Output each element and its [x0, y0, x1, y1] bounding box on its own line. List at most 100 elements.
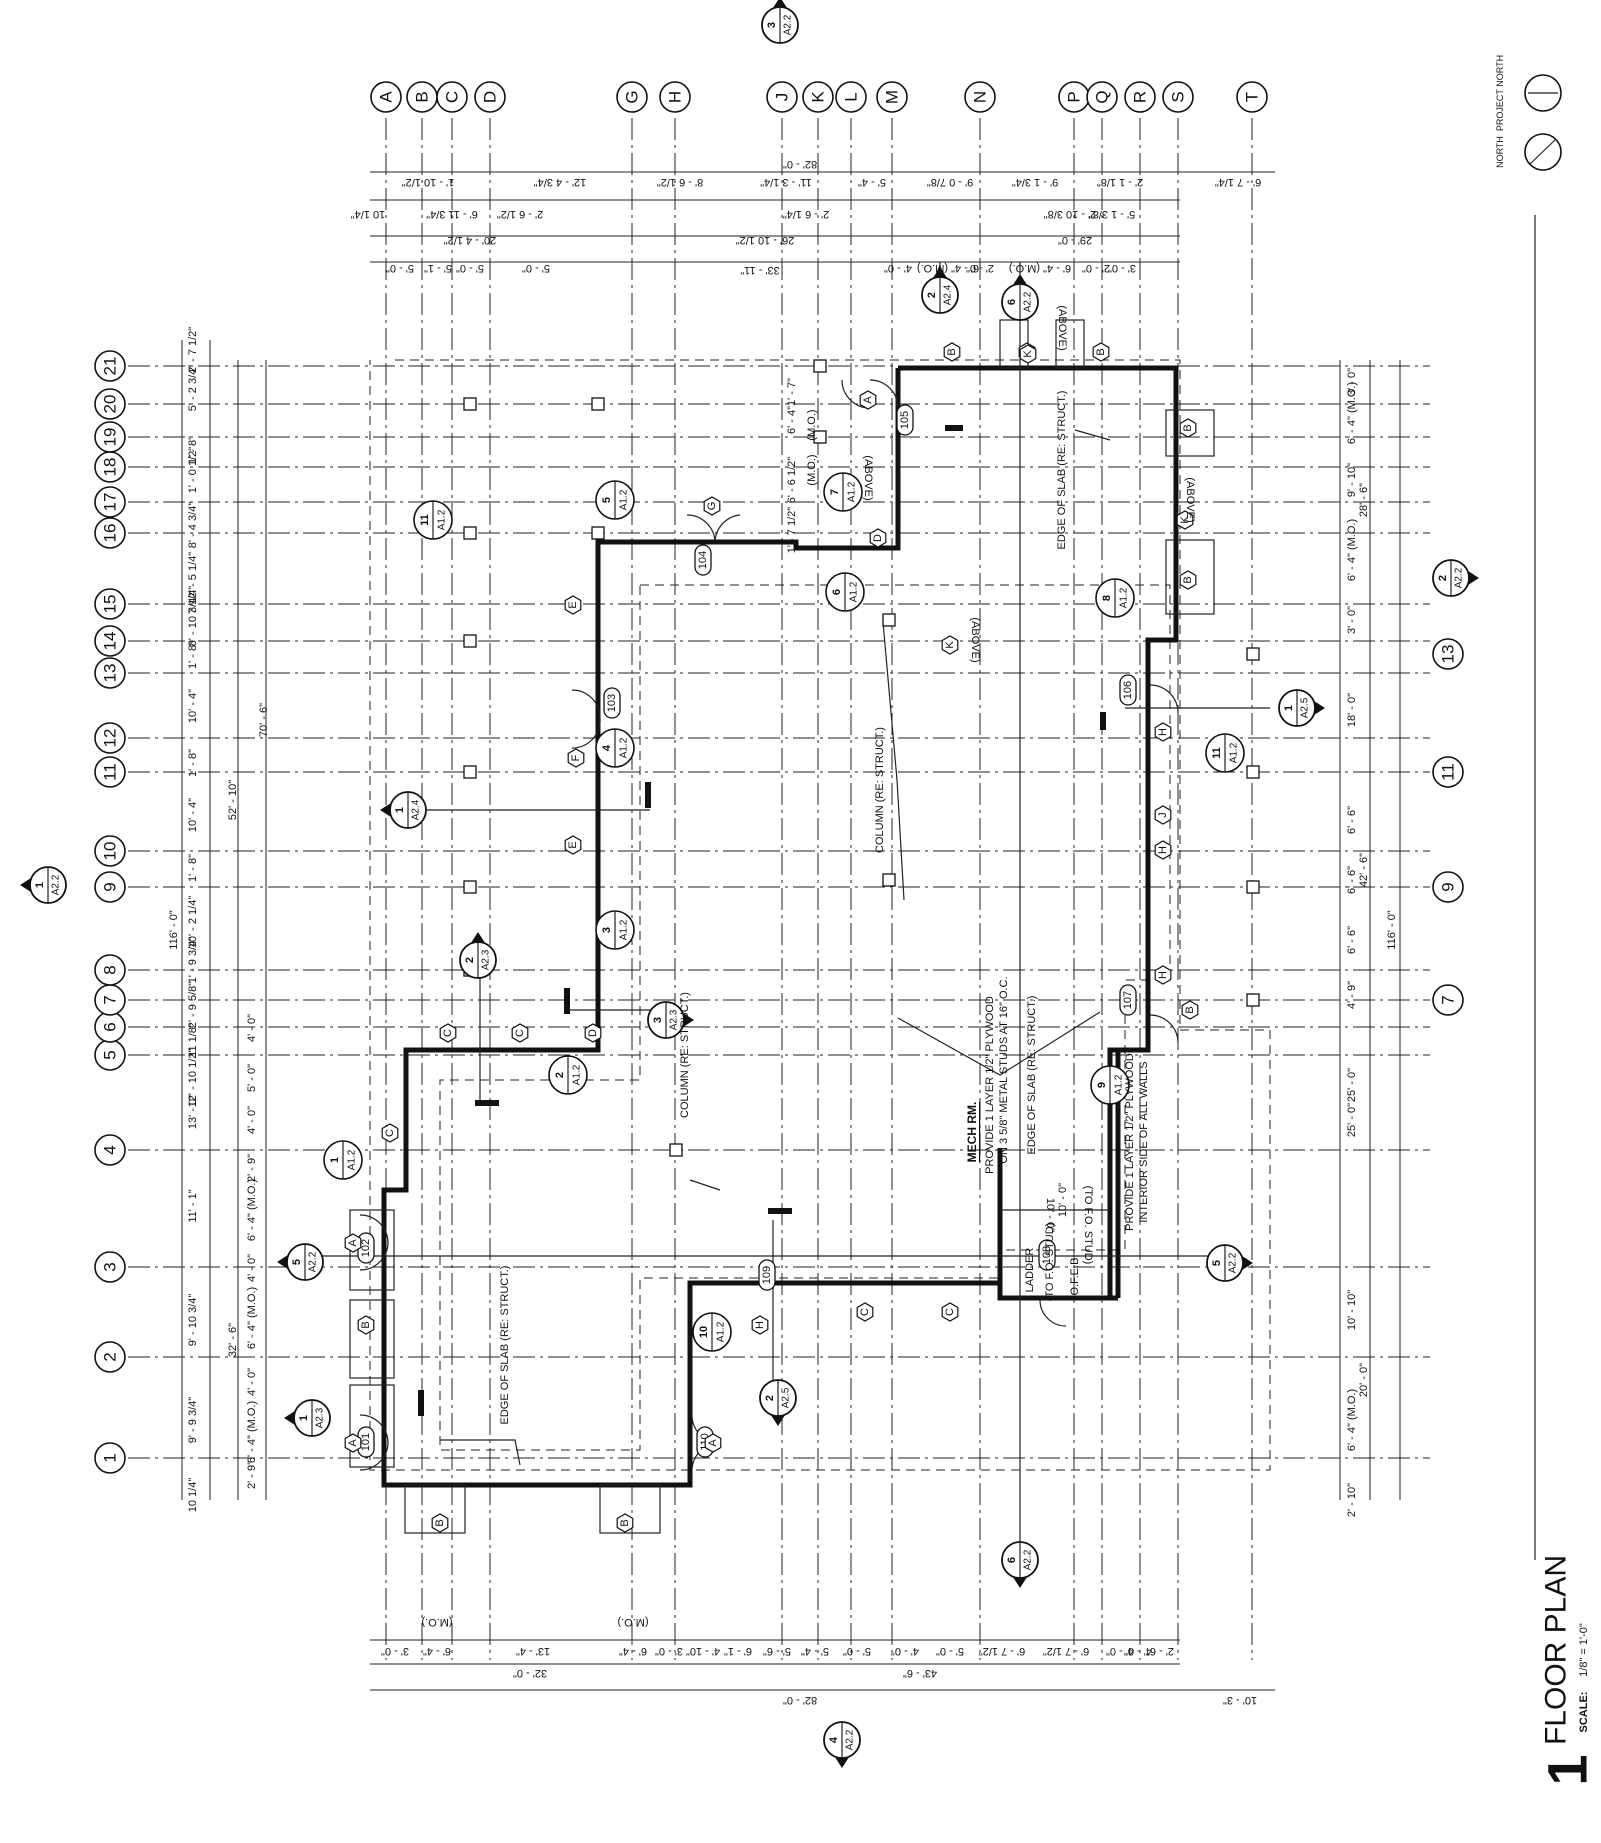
detail-number: 2: [554, 1072, 566, 1078]
dim-top2-5: 5' - 1 3/8": [1089, 208, 1135, 220]
dim-right-11: 25' - 0": [1346, 1103, 1358, 1137]
room-number: 105: [899, 411, 911, 429]
window-tag-C: C: [511, 1023, 529, 1043]
dim-top3-7: 6' - 4" (M.O.): [1009, 262, 1071, 274]
grid-row-bubble-right-9: 9: [1432, 871, 1464, 903]
grid-row-label: 2: [101, 1352, 120, 1361]
window-tag-B: B: [1092, 342, 1110, 362]
dim-left-8: 8' - 10 3/4": [187, 594, 199, 647]
grid-row-bubble-21: 21: [94, 350, 126, 382]
dim-left2-0: 4' - 0": [246, 1014, 258, 1042]
dim-right-8: 6' - 6": [1346, 926, 1358, 954]
dim-left2-9: 2' - 9": [246, 1461, 258, 1489]
window-tags: AAAABBBBBBBBBCCCCCDDEEFGHHHHJKKK: [344, 342, 1199, 1533]
room-tag-101: 101: [357, 1426, 375, 1458]
grid-row-bubble-1: 1: [94, 1442, 126, 1474]
column-14: [669, 1143, 683, 1157]
grid-row-label: 8: [101, 965, 120, 974]
detail-sheet: A1.2: [1114, 1074, 1125, 1095]
dim-right-9: 4' - 9": [1346, 981, 1358, 1009]
section-number: 3: [766, 22, 778, 28]
room-number: 107: [1122, 991, 1134, 1009]
window-tag-label: H: [1157, 971, 1169, 979]
dim-top2-1: 6' - 11 3/4": [426, 208, 478, 220]
section-sheet: A2.5: [1300, 697, 1311, 718]
dim-left-18: 12' - 10 1/2": [187, 1049, 199, 1108]
above-label-2: (ABOVE): [1056, 305, 1068, 350]
window-tag-B: B: [616, 1513, 634, 1533]
grid-row-lines: [128, 365, 1430, 1459]
room-tag-104: 104: [694, 544, 712, 576]
section-number: 2: [926, 292, 938, 298]
grid-column-bubble-B: B: [406, 81, 438, 113]
above-label-4: (ABOVE): [969, 617, 981, 662]
note-edge-of-slab-1: EDGE OF SLAB (RE: STRUCT.): [1056, 391, 1068, 550]
grid-row-bubble-15: 15: [94, 588, 126, 620]
window-tag-D: D: [869, 528, 887, 548]
dim-bottom-mo-0: (M.O.): [421, 1616, 452, 1628]
grid-row-bubble-20: 20: [94, 388, 126, 420]
window-tag-label: A: [347, 1239, 359, 1247]
room-tag-103: 103: [603, 687, 621, 719]
leader-lines: [440, 429, 1111, 1466]
grid-row-bubble-right-13: 13: [1432, 638, 1464, 670]
room-tag-107: 107: [1119, 984, 1137, 1016]
window-tag-label: C: [384, 1129, 396, 1137]
column-7: [591, 526, 605, 540]
dim-bottom-12: 6' - 7 1/2": [979, 1645, 1025, 1657]
window-tag-label: B: [434, 1519, 446, 1526]
dim-top-6: 9' - 1 3/4": [1012, 176, 1058, 188]
section-sheet: A2.3: [669, 1009, 680, 1030]
grid-row-label: 1: [101, 1453, 120, 1462]
window-tag-H: H: [1154, 840, 1172, 860]
dim-bottom-9: 5' - 0": [843, 1645, 871, 1657]
dim-left-6: 2' - 5 1/4": [187, 552, 199, 598]
grid-column-label: L: [842, 92, 861, 101]
window-tag-label: B: [1182, 576, 1194, 583]
room-number: 104: [697, 551, 709, 569]
dim-right-sub-3: 20' - 0": [1358, 1363, 1370, 1397]
dim-left2-2: 4' - 0": [246, 1106, 258, 1134]
window-tag-A: A: [704, 1433, 722, 1453]
dim-top3-8: 2' - 0": [1082, 262, 1110, 274]
room-number: 109: [761, 1266, 773, 1284]
window-tag-label: D: [872, 534, 884, 542]
dim-bottom-2: 13' - 4": [516, 1645, 550, 1657]
window-tag-C: C: [941, 1302, 959, 1322]
scale-value: 1/8" = 1'-0": [1578, 1623, 1590, 1677]
grid-column-label: D: [481, 91, 500, 103]
grid-row-bubble-11: 11: [94, 756, 126, 788]
window-tag-label: C: [442, 1029, 454, 1037]
room-number: 108: [1041, 1246, 1053, 1264]
dim-bottom-13: 6' - 7 1/2": [1043, 1645, 1089, 1657]
grid-column-label: C: [443, 91, 462, 103]
note-edge-of-slab-3: EDGE OF SLAB (RE: STRUCT.): [499, 1266, 511, 1425]
dim-right-13: 6' - 4" (M.O.): [1346, 1389, 1358, 1451]
north-label: NORTH: [1495, 136, 1505, 168]
grid-column-lines: [385, 118, 1253, 1660]
section-sheet: A2.2: [1454, 567, 1465, 588]
grid-column-bubble-G: G: [616, 81, 648, 113]
window-tag-K: K: [941, 635, 959, 655]
dim-bottom-7: 5' - 6": [763, 1645, 791, 1657]
dim-top-8: 6' - 7 1/4": [1215, 176, 1261, 188]
detail-sheet: A1.2: [847, 481, 858, 502]
note-mech-room: MECH RM.: [965, 1102, 979, 1163]
section-cut-lines: [300, 262, 1270, 1560]
grid-column-bubble-L: L: [835, 81, 867, 113]
section-number: 1: [298, 1415, 310, 1421]
dim-bottom-sub-2: 43' - 6": [903, 1667, 937, 1679]
column-13: [813, 430, 827, 444]
room-tag-106: 106: [1119, 674, 1137, 706]
dim-bottom-5: 4' - 10": [686, 1645, 720, 1657]
